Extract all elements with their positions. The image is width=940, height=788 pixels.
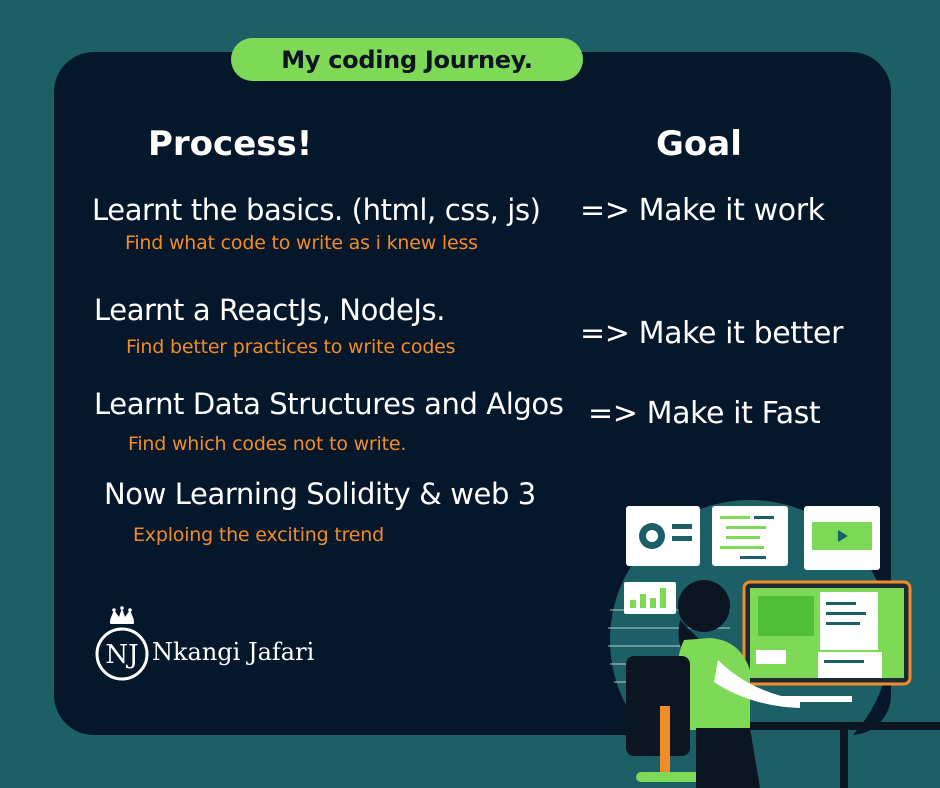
logo-initials: NJ [105, 640, 138, 670]
goal-heading: Goal [656, 124, 742, 164]
developer-at-desk-illustration [608, 500, 940, 788]
goal-work: => Make it work [580, 193, 825, 228]
page-title: My coding Journey. [231, 38, 583, 81]
goal-fast: => Make it Fast [588, 396, 821, 431]
process-heading: Process! [148, 124, 313, 164]
step-dsa: Learnt Data Structures and Algos [94, 387, 564, 421]
step-basics: Learnt the basics. (html, css, js) [92, 193, 541, 227]
crown-monogram-logo: NJ [95, 606, 149, 681]
step-solidity-note: Exploing the exciting trend [133, 524, 384, 546]
step-solidity: Now Learning Solidity & web 3 [104, 477, 536, 511]
brand-name: Nkangi Jafari [152, 638, 315, 666]
step-basics-note: Find what code to write as i knew less [125, 232, 478, 254]
step-react-node: Learnt a ReactJs, NodeJs. [94, 293, 446, 327]
step-dsa-note: Find which codes not to write. [128, 433, 407, 455]
step-react-node-note: Find better practices to write codes [126, 336, 456, 358]
goal-better: => Make it better [580, 316, 844, 351]
